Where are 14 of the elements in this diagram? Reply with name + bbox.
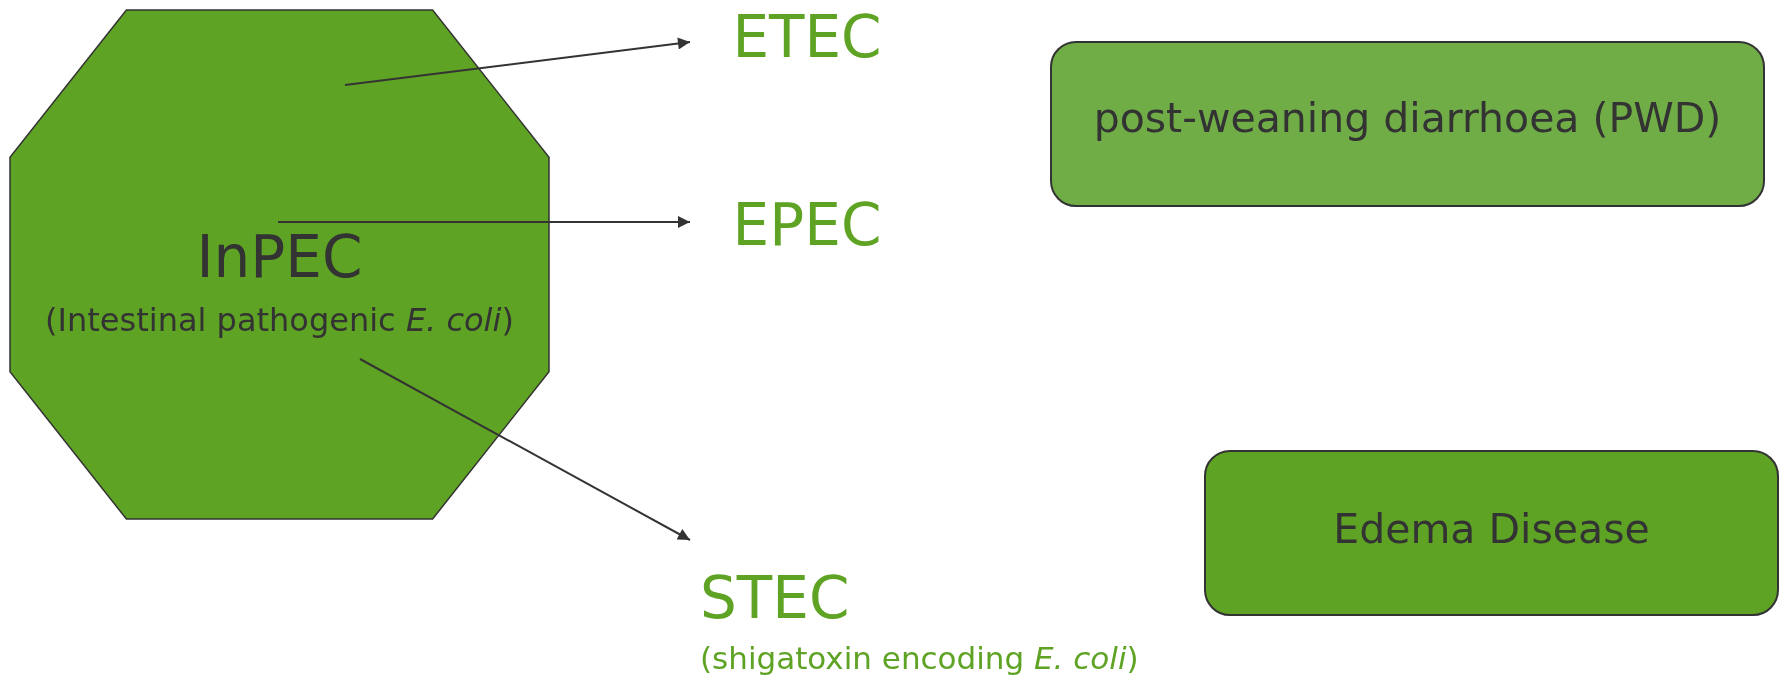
rounded-box — [1050, 41, 1765, 207]
arrow — [359, 358, 691, 541]
node-subtitle: (shigatoxin encoding E. coli) — [700, 641, 1139, 677]
node-title: STEC — [700, 565, 850, 632]
node-subtitle: (Intestinal pathogenic E. coli) — [44, 302, 515, 339]
octagon-shape — [9, 9, 550, 520]
node-title: post-weaning diarrhoea (PWD) — [1092, 95, 1723, 143]
arrow — [277, 216, 691, 228]
node-title: EPEC — [731, 192, 883, 259]
rounded-box — [1204, 450, 1779, 616]
node-title: InPEC — [195, 224, 364, 291]
arrow — [344, 37, 691, 86]
node-title: Edema Disease — [1332, 506, 1651, 554]
node-title: ETEC — [731, 4, 883, 71]
